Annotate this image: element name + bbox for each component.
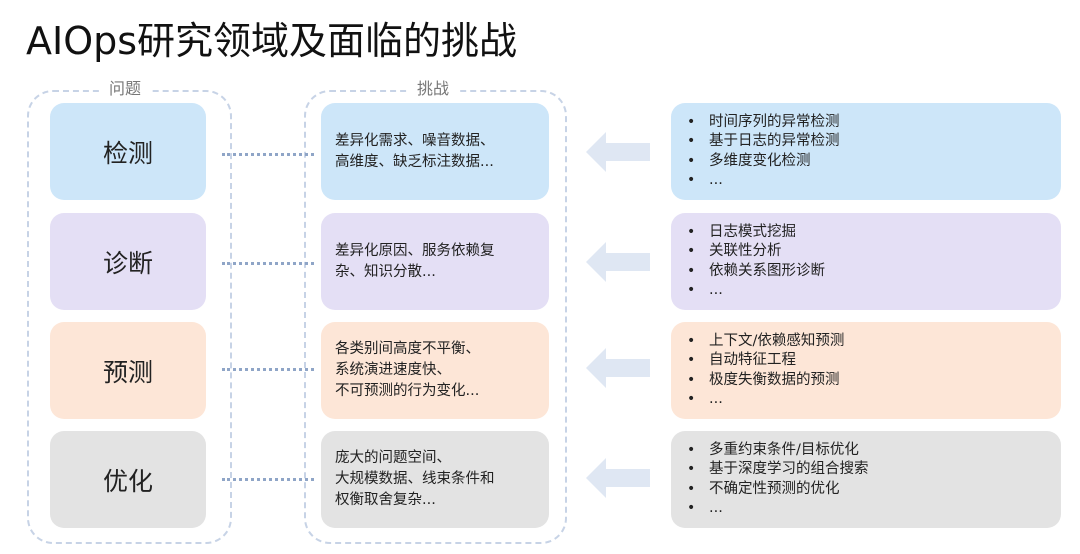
research-box-detect: 时间序列的异常检测 基于日志的异常检测 多维度变化检测 ... xyxy=(671,103,1061,200)
list-item: ... xyxy=(685,499,1051,519)
left-arrow-icon xyxy=(586,132,650,172)
dotted-connector xyxy=(222,478,314,481)
list-item: 上下文/依赖感知预测 xyxy=(685,332,1051,352)
list-item: 基于深度学习的组合搜索 xyxy=(685,460,1051,480)
challenge-text: 各类别间高度不平衡、 系统演进速度快、 不可预测的行为变化... xyxy=(335,341,480,399)
list-item: 极度失衡数据的预测 xyxy=(685,371,1051,391)
problem-label: 诊断 xyxy=(102,248,153,278)
challenge-box-diagnose: 差异化原因、服务依赖复 杂、知识分散... xyxy=(321,213,549,310)
list-item: 基于日志的异常检测 xyxy=(685,132,1051,152)
list-item: 自动特征工程 xyxy=(685,351,1051,371)
list-item: ... xyxy=(685,390,1051,410)
problem-box-optimize: 优化 xyxy=(50,431,206,528)
left-arrow-icon xyxy=(586,458,650,498)
problem-label: 优化 xyxy=(102,466,153,496)
list-item: ... xyxy=(685,171,1051,191)
challenges-header: 挑战 xyxy=(407,78,460,100)
list-item: 多重约束条件/目标优化 xyxy=(685,441,1051,461)
problem-label: 检测 xyxy=(102,138,153,168)
left-arrow-icon xyxy=(586,348,650,388)
list-item: 不确定性预测的优化 xyxy=(685,480,1051,500)
challenge-text: 差异化原因、服务依赖复 杂、知识分散... xyxy=(335,242,495,280)
research-box-diagnose: 日志模式挖掘 关联性分析 依赖关系图形诊断 ... xyxy=(671,213,1061,310)
list-item: 时间序列的异常检测 xyxy=(685,113,1051,133)
problem-label: 预测 xyxy=(102,357,153,387)
research-box-optimize: 多重约束条件/目标优化 基于深度学习的组合搜索 不确定性预测的优化 ... xyxy=(671,431,1061,528)
page-title: AIOps研究领域及面临的挑战 xyxy=(26,19,518,63)
challenge-box-optimize: 庞大的问题空间、 大规模数据、线束条件和 权衡取舍复杂... xyxy=(321,431,549,528)
problem-box-diagnose: 诊断 xyxy=(50,213,206,310)
list-item: 多维度变化检测 xyxy=(685,152,1051,172)
list-item: ... xyxy=(685,281,1051,301)
research-box-predict: 上下文/依赖感知预测 自动特征工程 极度失衡数据的预测 ... xyxy=(671,322,1061,419)
list-item: 依赖关系图形诊断 xyxy=(685,262,1051,282)
dotted-connector xyxy=(222,368,314,371)
problem-box-predict: 预测 xyxy=(50,322,206,419)
list-item: 日志模式挖掘 xyxy=(685,223,1051,243)
dotted-connector xyxy=(222,262,314,265)
challenge-box-predict: 各类别间高度不平衡、 系统演进速度快、 不可预测的行为变化... xyxy=(321,322,549,419)
challenge-text: 差异化需求、噪音数据、 高维度、缺乏标注数据... xyxy=(335,132,495,170)
problems-header: 问题 xyxy=(99,78,152,100)
challenge-box-detect: 差异化需求、噪音数据、 高维度、缺乏标注数据... xyxy=(321,103,549,200)
dotted-connector xyxy=(222,153,314,156)
problem-box-detect: 检测 xyxy=(50,103,206,200)
list-item: 关联性分析 xyxy=(685,242,1051,262)
challenge-text: 庞大的问题空间、 大规模数据、线束条件和 权衡取舍复杂... xyxy=(335,450,495,508)
left-arrow-icon xyxy=(586,242,650,282)
